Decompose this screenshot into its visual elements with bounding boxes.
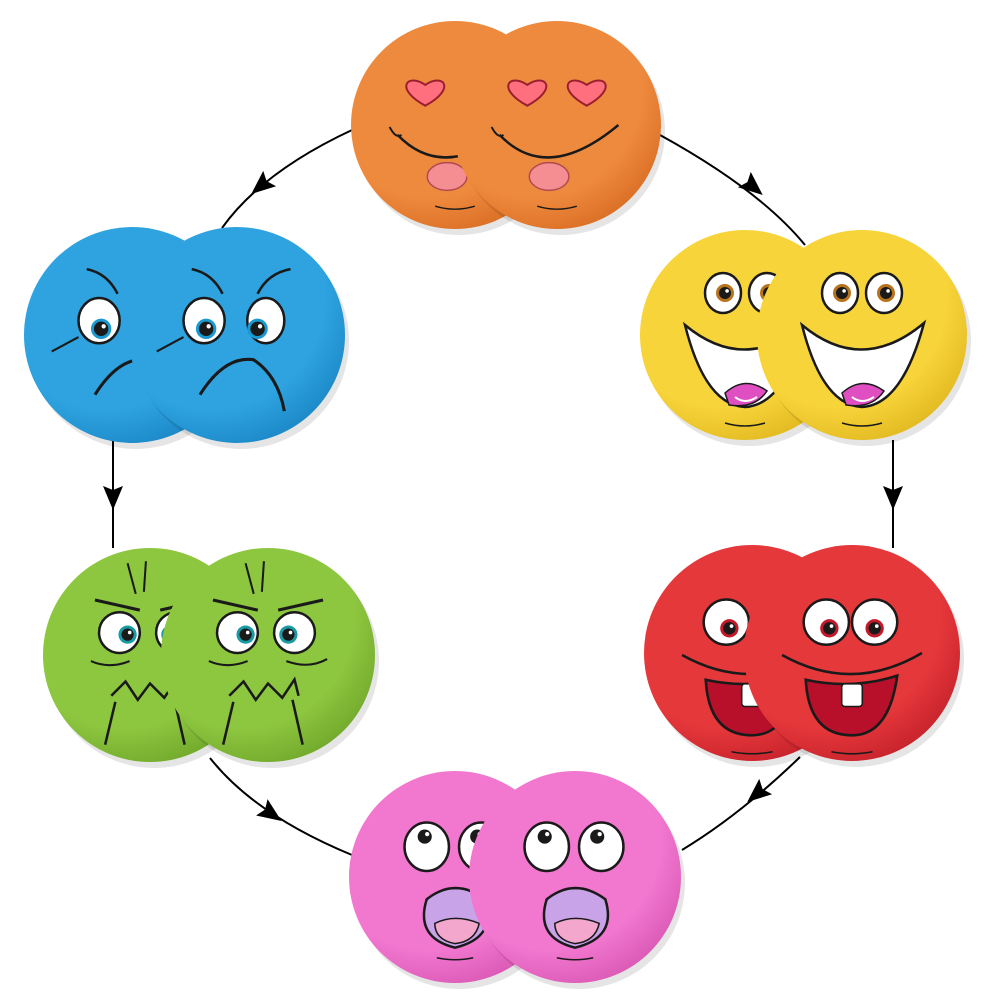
connector-yellow-to-red <box>883 440 903 548</box>
connector-red-to-pink <box>681 756 801 851</box>
connector-green-to-blue <box>103 440 123 548</box>
arrowhead-icon <box>256 799 282 822</box>
heart-eyes-face-icon <box>453 21 665 235</box>
node-green-angry <box>43 548 379 768</box>
sad-face-icon <box>129 227 349 449</box>
arrowhead-icon <box>103 486 123 510</box>
shocked-face-icon <box>469 771 685 989</box>
node-orange-love <box>351 21 665 235</box>
arrowhead-icon <box>883 486 903 510</box>
arrowhead-icon <box>251 170 277 194</box>
node-yellow-laughing <box>640 230 971 446</box>
arrowhead-icon <box>747 778 773 802</box>
arrowhead-icon <box>737 171 763 195</box>
angry-face-icon <box>161 548 379 768</box>
grinning-face-icon <box>757 230 971 446</box>
silly-face-icon <box>744 545 964 767</box>
connector-orange-to-yellow <box>659 134 806 246</box>
node-red-goofy <box>644 545 964 767</box>
connector-blue-to-orange <box>221 129 353 229</box>
connector-pink-to-green <box>209 757 353 856</box>
node-pink-surprised <box>349 771 685 989</box>
node-blue-sad <box>24 227 349 449</box>
